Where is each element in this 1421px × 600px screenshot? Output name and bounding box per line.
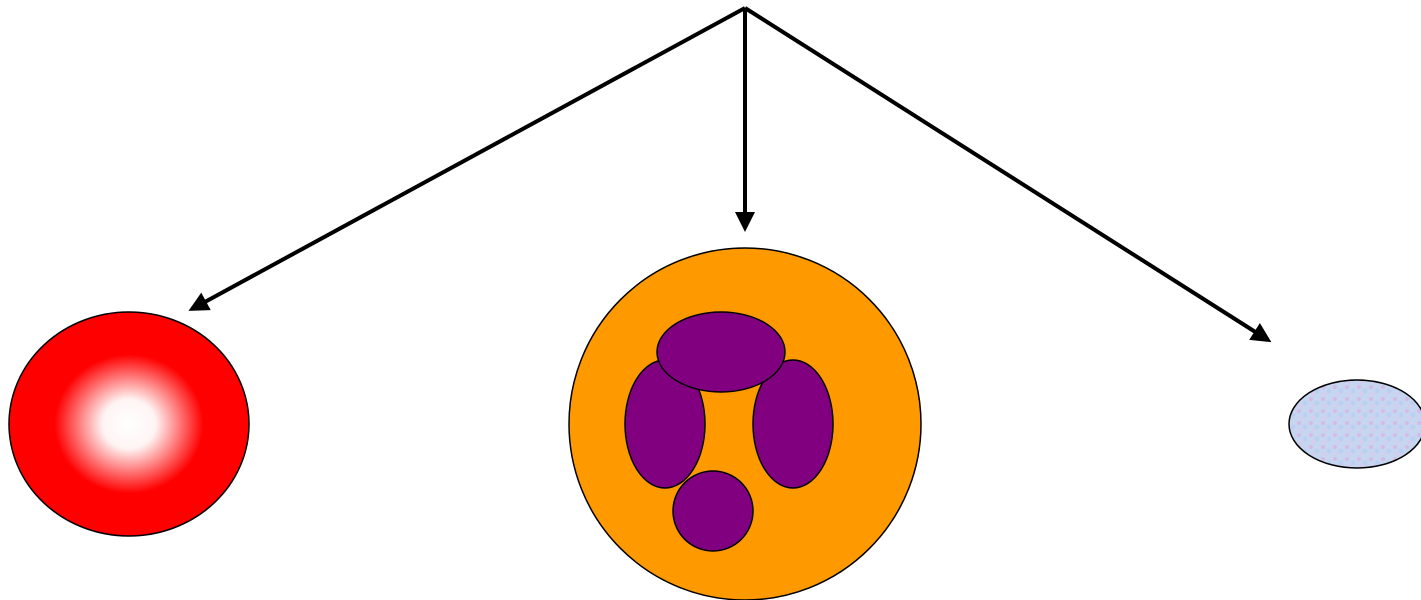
nucleus-lobe-bottom — [673, 471, 753, 551]
arrow-to-red-blood-cell — [192, 8, 745, 309]
platelet — [1289, 380, 1421, 468]
white-blood-cell — [569, 248, 921, 600]
red-blood-cell — [9, 312, 249, 536]
white-blood-cell-cytoplasm — [569, 248, 921, 600]
nucleus-lobe-top — [657, 312, 785, 392]
